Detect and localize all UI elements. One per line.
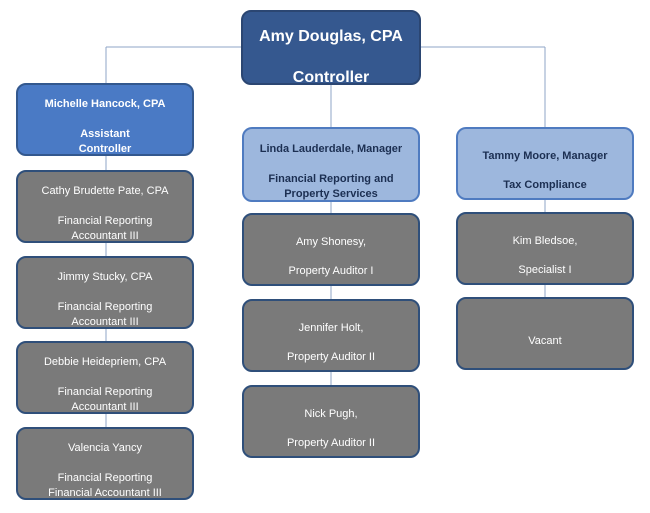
- staff-box: Jennifer Holt, Property Auditor II: [242, 299, 420, 372]
- controller-name: Amy Douglas, CPA: [259, 27, 403, 45]
- staff-title: Financial Reporting Accountant III: [57, 300, 153, 328]
- manager-name: Tammy Moore, Manager: [482, 149, 608, 162]
- manager-name: Linda Lauderdale, Manager: [259, 143, 403, 156]
- staff-box: Vacant: [456, 297, 634, 370]
- assistant-controller-box: Michelle Hancock, CPA Assistant Controll…: [16, 83, 194, 156]
- staff-name: Nick Pugh,: [304, 407, 358, 420]
- manager-box: Linda Lauderdale, Manager Financial Repo…: [242, 127, 420, 202]
- manager-title: Tax Compliance: [503, 179, 587, 192]
- manager-title: Assistant Controller: [78, 127, 132, 155]
- staff-title: Financial Reporting Accountant III: [57, 214, 153, 242]
- staff-name: Vacant: [528, 334, 562, 347]
- staff-box: Kim Bledsoe, Specialist I: [456, 212, 634, 285]
- staff-box: Amy Shonesy, Property Auditor I: [242, 213, 420, 286]
- staff-name: Kim Bledsoe,: [512, 234, 578, 247]
- staff-name: Amy Shonesy,: [295, 235, 367, 248]
- controller-box: Amy Douglas, CPA Controller: [241, 10, 421, 87]
- staff-box: Valencia Yancy Financial Reporting Finan…: [16, 427, 194, 500]
- staff-box: Nick Pugh, Property Auditor II: [242, 385, 420, 458]
- staff-title: Financial Reporting Financial Accountant…: [48, 471, 162, 499]
- staff-title: Financial Reporting Accountant III: [57, 385, 153, 413]
- staff-box: Jimmy Stucky, CPA Financial Reporting Ac…: [16, 256, 194, 329]
- manager-title: Financial Reporting and Property Service…: [268, 172, 394, 200]
- staff-name: Debbie Heidepriem, CPA: [43, 356, 167, 369]
- manager-name: Michelle Hancock, CPA: [44, 98, 166, 111]
- staff-title: Property Auditor I: [288, 265, 374, 278]
- staff-name: Jimmy Stucky, CPA: [57, 271, 153, 284]
- manager-box: Tammy Moore, Manager Tax Compliance: [456, 127, 634, 200]
- controller-title: Controller: [292, 69, 370, 87]
- staff-title: Property Auditor II: [286, 437, 376, 450]
- staff-name: Cathy Brudette Pate, CPA: [41, 185, 169, 198]
- staff-name: Valencia Yancy: [67, 442, 142, 455]
- staff-name: Jennifer Holt,: [298, 321, 364, 334]
- staff-box: Debbie Heidepriem, CPA Financial Reporti…: [16, 341, 194, 414]
- staff-title: Property Auditor II: [286, 351, 376, 364]
- staff-title: Specialist I: [518, 264, 572, 277]
- staff-box: Cathy Brudette Pate, CPA Financial Repor…: [16, 170, 194, 243]
